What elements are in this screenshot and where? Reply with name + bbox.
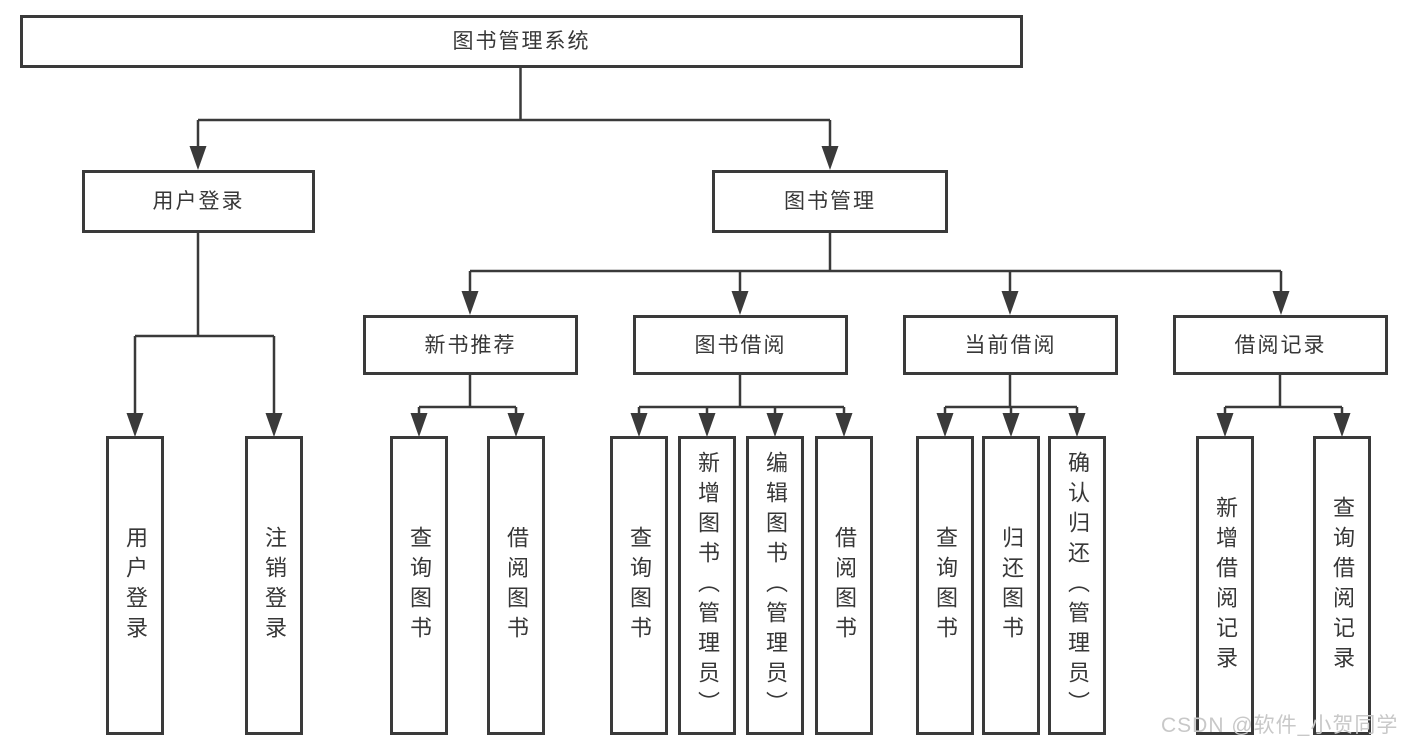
node-book-management: 图书管理	[712, 170, 948, 233]
leaf-borrow-books-1: 借阅图书	[487, 436, 545, 735]
leaf-add-borrow-record: 新增借阅记录	[1196, 436, 1254, 735]
leaf-logout: 注销登录	[245, 436, 303, 735]
leaf-query-books-2: 查询图书	[610, 436, 668, 735]
leaf-query-books-1: 查询图书	[390, 436, 448, 735]
node-book-borrowing: 图书借阅	[633, 315, 848, 375]
node-current-borrowing: 当前借阅	[903, 315, 1118, 375]
node-new-book-recommend: 新书推荐	[363, 315, 578, 375]
tree-connector-path	[133, 68, 1344, 417]
leaf-query-books-3: 查询图书	[916, 436, 974, 735]
leaf-add-books-admin: 新增图书（管理员）	[678, 436, 736, 735]
leaf-borrow-books-2: 借阅图书	[815, 436, 873, 735]
leaf-edit-books-admin: 编辑图书（管理员）	[746, 436, 804, 735]
csdn-watermark: CSDN @软件_小贺同学	[1161, 714, 1399, 737]
leaf-return-books: 归还图书	[982, 436, 1040, 735]
leaf-query-borrow-record: 查询借阅记录	[1313, 436, 1371, 735]
node-borrowing-records: 借阅记录	[1173, 315, 1388, 375]
leaf-confirm-return-admin: 确认归还（管理员）	[1048, 436, 1106, 735]
node-user-login: 用户登录	[82, 170, 315, 233]
leaf-user-login: 用户登录	[106, 436, 164, 735]
arrowhead-triangles	[126, 146, 1351, 437]
node-root-system: 图书管理系统	[20, 15, 1023, 68]
